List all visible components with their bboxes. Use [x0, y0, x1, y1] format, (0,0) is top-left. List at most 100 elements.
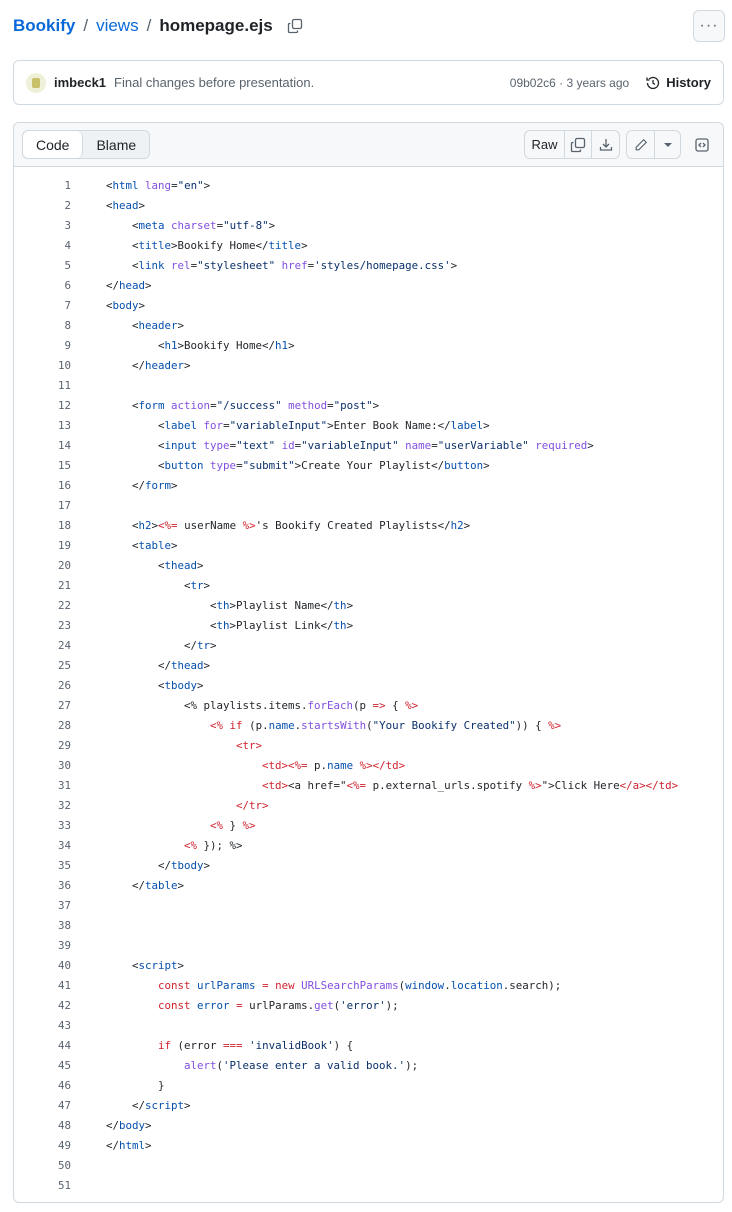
- breadcrumb: Bookify / views / homepage.ejs: [13, 16, 303, 36]
- copy-raw-button[interactable]: [565, 131, 592, 158]
- line-number[interactable]: 50: [57, 1158, 71, 1172]
- line-source: <head>: [106, 199, 145, 212]
- line-number[interactable]: 26: [57, 678, 71, 692]
- code-token: (: [366, 718, 373, 732]
- code-token: 's Bookify Created Playlists</: [255, 518, 451, 532]
- line-number[interactable]: 36: [57, 878, 71, 892]
- more-options-button[interactable]: ···: [693, 10, 725, 42]
- line-number[interactable]: 19: [57, 538, 71, 552]
- line-number[interactable]: 9: [64, 338, 71, 352]
- copy-path-icon[interactable]: [287, 18, 303, 34]
- edit-dropdown-button[interactable]: [655, 131, 680, 158]
- line-number[interactable]: 31: [57, 778, 71, 792]
- line-number[interactable]: 35: [57, 858, 71, 872]
- line-number[interactable]: 30: [57, 758, 71, 772]
- breadcrumb-folder-link[interactable]: views: [96, 16, 139, 35]
- code-token: >: [203, 578, 211, 592]
- line-number[interactable]: 21: [57, 578, 71, 592]
- code-token: >: [177, 958, 185, 972]
- code-token: >: [268, 218, 276, 232]
- line-number[interactable]: 17: [57, 498, 71, 512]
- code-token: "/success": [216, 398, 282, 412]
- line-number[interactable]: 6: [64, 278, 71, 292]
- line-number[interactable]: 40: [57, 958, 71, 972]
- code-token: <: [106, 518, 139, 532]
- code-token: </: [106, 278, 120, 292]
- line-number[interactable]: 37: [57, 898, 71, 912]
- line-number[interactable]: 23: [57, 618, 71, 632]
- symbols-panel-button[interactable]: [690, 133, 714, 157]
- code-token: <: [106, 678, 165, 692]
- edit-file-button[interactable]: [627, 131, 655, 158]
- line-number[interactable]: 49: [57, 1138, 71, 1152]
- code-token: p.: [307, 758, 328, 772]
- code-token: >: [151, 518, 159, 532]
- code-token: thead: [164, 558, 198, 572]
- code-line: 43: [14, 1015, 723, 1035]
- line-number[interactable]: 13: [57, 418, 71, 432]
- line-number[interactable]: 15: [57, 458, 71, 472]
- line-source: <% }); %>: [106, 839, 243, 852]
- line-number[interactable]: 25: [57, 658, 71, 672]
- commit-sha-time[interactable]: 09b02c6 · 3 years ago: [509, 75, 630, 90]
- line-number[interactable]: 51: [57, 1178, 71, 1192]
- line-source: </script>: [106, 1099, 191, 1112]
- download-button[interactable]: [592, 131, 619, 158]
- line-number[interactable]: 33: [57, 818, 71, 832]
- tab-code[interactable]: Code: [23, 131, 84, 158]
- line-number[interactable]: 39: [57, 938, 71, 952]
- line-number[interactable]: 18: [57, 518, 71, 532]
- line-number[interactable]: 47: [57, 1098, 71, 1112]
- line-number[interactable]: 8: [64, 318, 71, 332]
- line-number[interactable]: 1: [64, 178, 71, 192]
- line-number[interactable]: 42: [57, 998, 71, 1012]
- line-number[interactable]: 22: [57, 598, 71, 612]
- commit-author[interactable]: imbeck1: [54, 75, 107, 90]
- line-number[interactable]: 27: [57, 698, 71, 712]
- line-number[interactable]: 7: [64, 298, 71, 312]
- line-number[interactable]: 48: [57, 1118, 71, 1132]
- line-source: </thead>: [106, 659, 210, 672]
- line-number[interactable]: 10: [57, 358, 71, 372]
- line-number[interactable]: 32: [57, 798, 71, 812]
- line-number[interactable]: 38: [57, 918, 71, 932]
- line-number[interactable]: 43: [57, 1018, 71, 1032]
- code-token: <: [106, 958, 139, 972]
- line-number[interactable]: 5: [64, 258, 71, 272]
- commit-message[interactable]: Final changes before presentation.: [114, 75, 315, 90]
- breadcrumb-repo-link[interactable]: Bookify: [13, 16, 76, 35]
- line-number[interactable]: 29: [57, 738, 71, 752]
- tab-blame[interactable]: Blame: [96, 136, 137, 153]
- code-token: </: [106, 478, 146, 492]
- history-button[interactable]: History: [645, 75, 711, 91]
- code-token: if: [229, 718, 243, 732]
- code-token: </: [106, 658, 172, 672]
- line-number[interactable]: 2: [64, 198, 71, 212]
- code-line: 50: [14, 1155, 723, 1175]
- avatar[interactable]: [26, 72, 46, 93]
- line-number[interactable]: 28: [57, 718, 71, 732]
- line-number[interactable]: 4: [64, 238, 71, 252]
- line-number[interactable]: 34: [57, 838, 71, 852]
- line-number[interactable]: 41: [57, 978, 71, 992]
- line-number[interactable]: 14: [57, 438, 71, 452]
- line-number[interactable]: 16: [57, 478, 71, 492]
- line-number[interactable]: 11: [57, 378, 71, 392]
- code-view: 1<html lang="en">2<head>3 <meta charset=…: [14, 167, 723, 1195]
- history-icon: [645, 75, 661, 91]
- code-line: 17: [14, 495, 723, 515]
- line-number[interactable]: 3: [64, 218, 71, 232]
- line-source: <tr>: [106, 579, 210, 592]
- line-number[interactable]: 44: [57, 1038, 71, 1052]
- line-number[interactable]: 12: [57, 398, 71, 412]
- line-number[interactable]: 20: [57, 558, 71, 572]
- code-token: %>: [242, 818, 256, 832]
- code-line: 3 <meta charset="utf-8">: [14, 215, 723, 235]
- line-number[interactable]: 24: [57, 638, 71, 652]
- code-token: =: [229, 438, 237, 452]
- line-number[interactable]: 45: [57, 1058, 71, 1072]
- line-source: const urlParams = new URLSearchParams(wi…: [106, 979, 561, 992]
- line-number[interactable]: 46: [57, 1078, 71, 1092]
- code-token: "variableInput": [301, 438, 399, 452]
- raw-button[interactable]: Raw: [525, 131, 565, 158]
